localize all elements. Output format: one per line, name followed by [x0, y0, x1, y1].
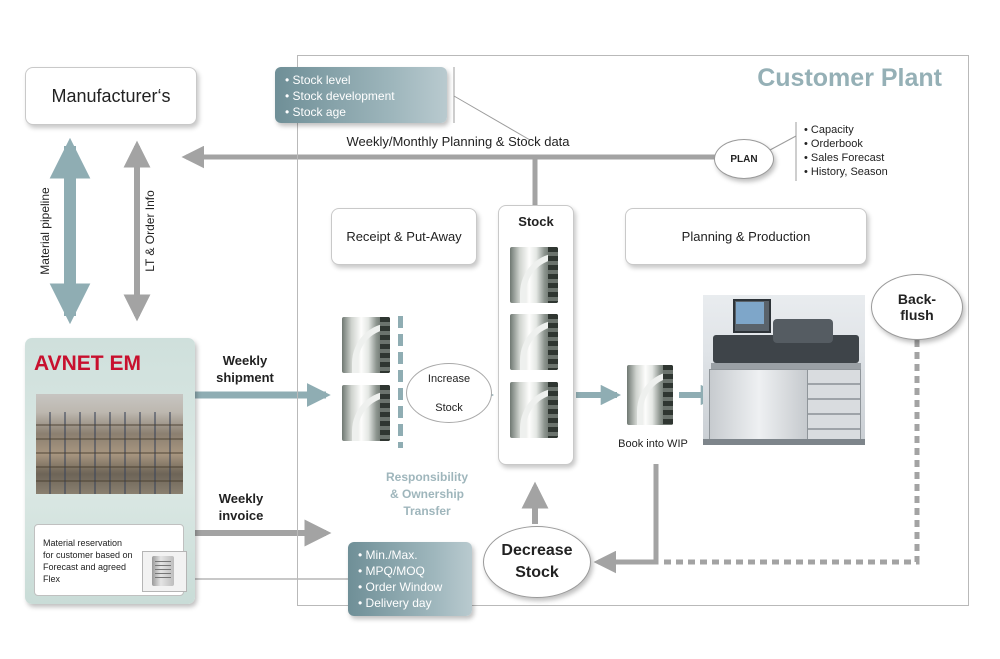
- increase-stock-label: Increase: [427, 373, 471, 385]
- lt-order-info-label: LT & Order Info: [143, 190, 157, 272]
- receipt-reel-image: [342, 317, 390, 373]
- receipt-reel-image: [342, 385, 390, 441]
- wip-to-decrease-arrow: [593, 464, 659, 574]
- weekly-invoice-text: Weekly: [218, 491, 264, 506]
- responsibility-text: Responsibility: [385, 470, 468, 484]
- stock-info-item: Stock age: [285, 104, 437, 120]
- backflush-dashed-line: [660, 340, 920, 565]
- stock-reel-image: [510, 382, 558, 438]
- material-pipeline-label: Material pipeline: [38, 187, 52, 275]
- plan-input-item: Sales Forecast: [804, 151, 888, 165]
- book-into-wip-label: Book into WIP: [618, 438, 688, 450]
- decrease-stock-oval: Decrease Stock: [483, 526, 591, 598]
- weekly-invoice-label: Weekly invoice: [200, 490, 282, 524]
- avnet-title: AVNET EM: [34, 352, 141, 375]
- production-machine-image: [703, 295, 865, 445]
- reservation-text: Material reservation for customer based …: [43, 538, 133, 584]
- manufacturer-label: Manufacturer‘s: [51, 85, 171, 106]
- server-icon: [142, 551, 187, 592]
- plan-input-item: Orderbook: [804, 137, 888, 151]
- stock-info-callout: [453, 95, 531, 141]
- responsibility-label: Responsibility & Ownership Transfer: [372, 469, 482, 520]
- backflush-label: Back-: [897, 291, 937, 307]
- warehouse-image: [36, 394, 183, 494]
- plan-input-item: History, Season: [804, 165, 888, 179]
- plan-oval: PLAN: [714, 139, 774, 179]
- plan-inputs-list: Capacity Orderbook Sales Forecast Histor…: [804, 123, 888, 179]
- replenishment-param-item: Min./Max.: [358, 547, 462, 563]
- weekly-invoice-text: invoice: [218, 508, 264, 523]
- receipt-label: Receipt & Put-Away: [346, 229, 462, 244]
- stock-info-item: Stock level: [285, 72, 437, 88]
- stock-reel-image: [510, 247, 558, 303]
- decrease-stock-label: Decrease: [501, 542, 573, 559]
- weekly-shipment-label: Weekly shipment: [200, 352, 290, 386]
- planning-data-label: Weekly/Monthly Planning & Stock data: [346, 134, 570, 149]
- replenishment-params-box: Min./Max. MPQ/MOQ Order Window Delivery …: [348, 542, 472, 616]
- decrease-stock-label: Stock: [515, 564, 559, 581]
- responsibility-text: Transfer: [403, 504, 451, 518]
- planning-production-box: Planning & Production: [625, 208, 867, 265]
- customer-plant-title: Customer Plant: [757, 64, 942, 92]
- receipt-dashed-divider: [398, 316, 403, 448]
- wip-reel-image: [627, 365, 673, 425]
- responsibility-text: & Ownership: [389, 487, 464, 501]
- weekly-shipment-text: shipment: [216, 370, 274, 385]
- replenishment-param-item: Delivery day: [358, 595, 462, 611]
- planning-production-label: Planning & Production: [681, 229, 811, 244]
- customer-plant-frame: [297, 55, 969, 606]
- receipt-box: Receipt & Put-Away: [331, 208, 477, 265]
- plan-input-item: Capacity: [804, 123, 888, 137]
- manufacturer-box: Manufacturer‘s: [25, 67, 197, 125]
- stock-info-item: Stock development: [285, 88, 437, 104]
- weekly-shipment-text: Weekly: [222, 353, 268, 368]
- plan-input-callout: [769, 135, 797, 151]
- increase-stock-oval: Increase Stock: [406, 363, 492, 423]
- increase-stock-label: Stock: [435, 402, 463, 414]
- stock-title: Stock: [518, 214, 554, 229]
- plan-label: PLAN: [730, 153, 758, 165]
- stock-reel-image: [510, 314, 558, 370]
- backflush-label: flush: [900, 307, 934, 323]
- replenishment-param-item: MPQ/MOQ: [358, 563, 462, 579]
- replenishment-param-item: Order Window: [358, 579, 462, 595]
- backflush-oval: Back- flush: [871, 274, 963, 340]
- stock-info-box: Stock level Stock development Stock age: [275, 67, 447, 123]
